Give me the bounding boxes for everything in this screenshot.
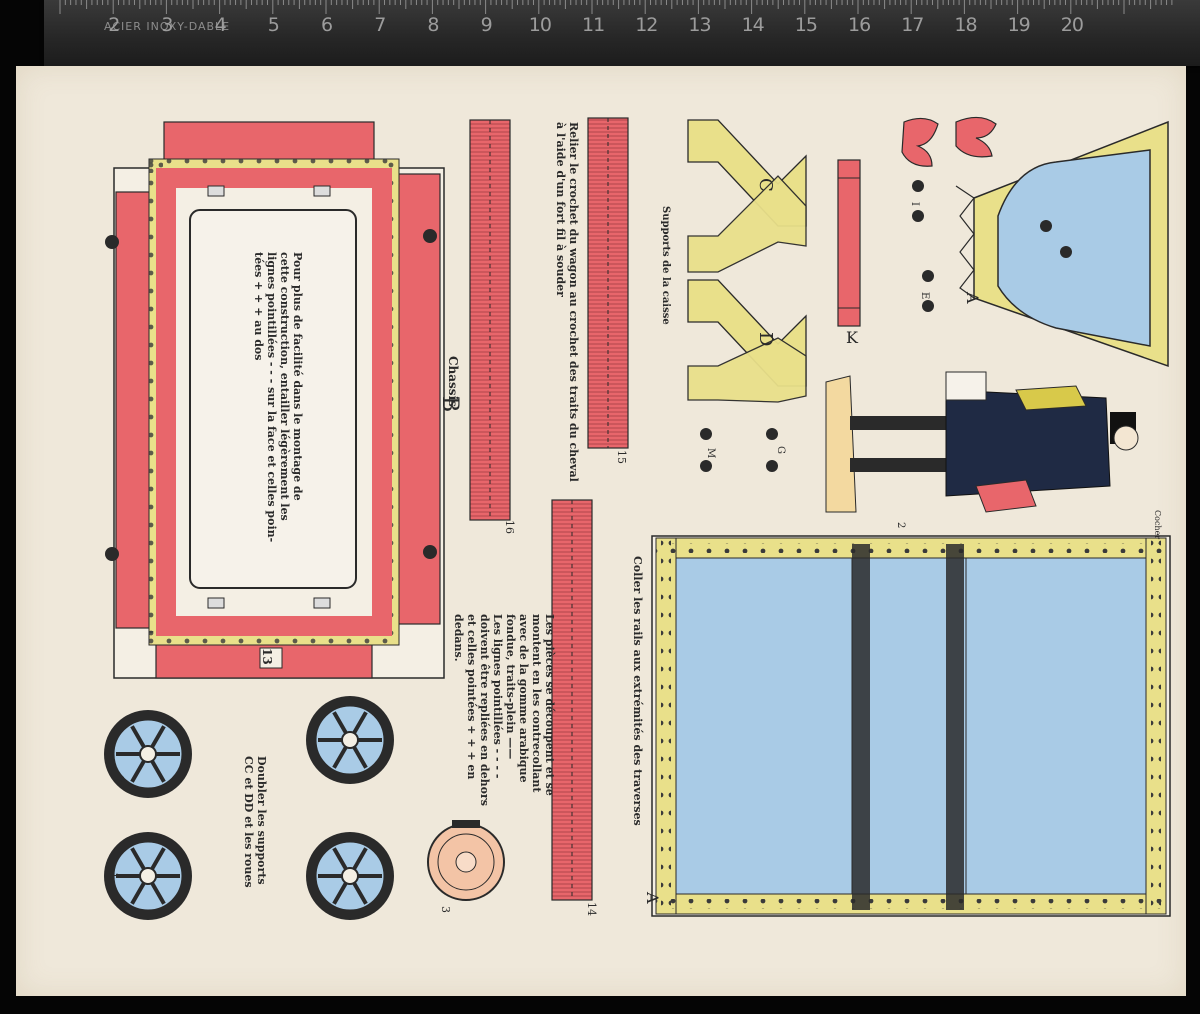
ruler-brand: ACIER INOXY-DABLE — [104, 20, 231, 33]
ruler-number: 16 — [848, 14, 871, 36]
wheel — [306, 832, 394, 920]
letter-d: D — [755, 332, 776, 347]
triangle-panel — [955, 120, 1169, 368]
note-supports-title: Supports de la caisse — [660, 206, 671, 325]
ruler-number: 12 — [635, 14, 658, 36]
sheet-drawing — [104, 116, 1171, 920]
ruler-number: 20 — [1060, 14, 1084, 36]
ruler-ticks — [59, 0, 1173, 14]
ruler-number: 11 — [582, 14, 605, 36]
wheel — [306, 696, 394, 784]
ruler-number: 15 — [794, 14, 818, 36]
yellow-supports — [687, 119, 807, 403]
ruler-number: 4 — [214, 14, 227, 36]
letter-c: C — [755, 178, 776, 192]
ruler-number: 18 — [954, 14, 977, 36]
ruler-number: 6 — [321, 14, 333, 36]
note-rails: Coller les rails aux extrémités des trav… — [631, 556, 644, 826]
ruler-number: 7 — [374, 14, 386, 36]
ruler-number: 9 — [480, 14, 493, 36]
figure-label: Cocher — [1153, 510, 1162, 540]
ruler: ACIER INOXY-DABLE 2 3 4 5 6 7 8 9 10 11 12 13 14 15 16… — [44, 0, 1200, 66]
part-number-14: 14 — [585, 902, 598, 916]
printed-sheet: Pour plus de facilité dans le montage de… — [16, 66, 1186, 996]
wheels — [104, 696, 394, 920]
chassis-letter: B — [437, 396, 462, 413]
red-hooks — [901, 116, 997, 167]
part-number-15: 15 — [615, 450, 628, 464]
note-assembly: Les pièces se découpent et se montent en… — [452, 614, 556, 806]
small-parts — [700, 180, 934, 472]
ruler-number: 8 — [427, 14, 439, 36]
ruler-number: 5 — [267, 14, 280, 36]
ruler-number: 19 — [1007, 14, 1031, 36]
letter-i: I — [909, 202, 920, 206]
part-number-7: 7 — [113, 776, 126, 783]
part-number-16: 16 — [503, 520, 516, 534]
note-double: Doubler les supports CC et DD et les rou… — [242, 756, 268, 888]
driver-figure — [825, 371, 1139, 513]
body-panel — [651, 535, 1171, 917]
letter-a-top: A — [963, 292, 982, 304]
ruler-number: 3 — [161, 14, 173, 36]
letter-a-bottom: A — [643, 892, 662, 904]
part-number-3: 3 — [439, 906, 452, 913]
letter-g: G — [775, 446, 786, 454]
part-number-2: 2 — [895, 522, 906, 529]
ruler-number: 14 — [741, 14, 765, 36]
note-chassis: Pour plus de facilité dans le montage de… — [252, 252, 304, 543]
note-hook: Relier le crochet du wagon au crochet de… — [554, 122, 580, 482]
chassis-number: 13 — [260, 648, 274, 665]
letter-m: M — [705, 448, 716, 459]
wheel — [104, 710, 192, 798]
ruler-number: 10 — [528, 14, 552, 36]
peach-disk — [427, 820, 505, 901]
ruler-number: 13 — [688, 14, 711, 36]
ruler-number: 17 — [901, 14, 924, 36]
chassis-piece — [105, 121, 445, 679]
ruler-number: 2 — [108, 14, 120, 36]
letter-e: E — [919, 292, 930, 300]
part-number-1: 1 — [107, 872, 120, 879]
rail-bars — [469, 117, 861, 901]
letter-k: K — [846, 328, 858, 347]
wheel — [104, 832, 192, 920]
